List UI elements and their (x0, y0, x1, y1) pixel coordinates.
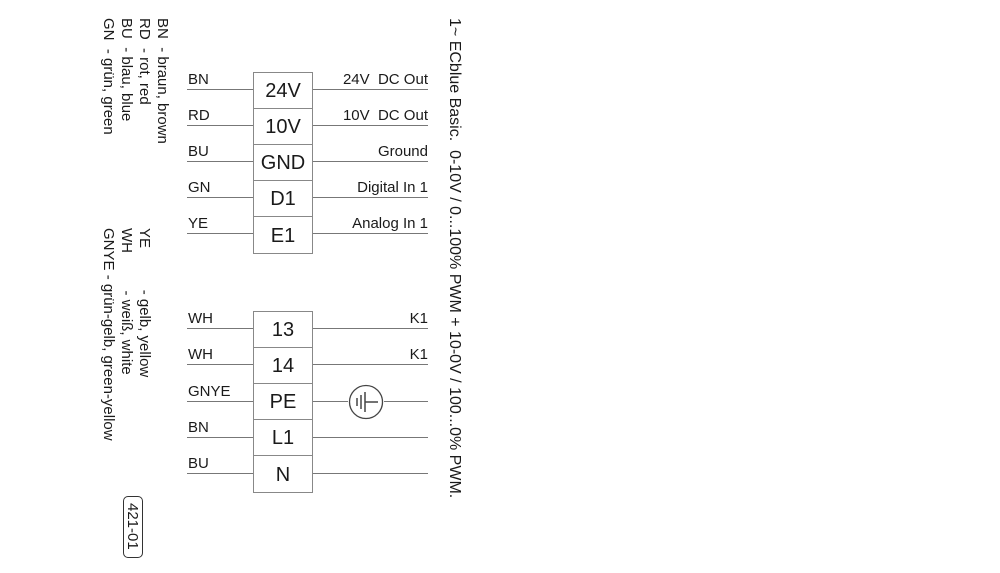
wire-left (187, 328, 253, 329)
legend-code: BU (118, 18, 135, 39)
signal-label: K1 (409, 346, 428, 363)
wire-left (187, 197, 253, 198)
wire-left (187, 473, 253, 474)
legend-desc: - weiß, white (118, 290, 135, 375)
legend-code: YE (136, 228, 153, 249)
protective-earth-icon (348, 384, 384, 420)
terminal-n: N (275, 464, 291, 486)
wire-color-label: BU (188, 455, 209, 472)
diagram-code-text: 421-01 (124, 503, 141, 550)
legend-desc: - braun, brown (154, 47, 171, 144)
legend-desc: - grün, green (100, 48, 117, 135)
wire-right (313, 89, 428, 90)
wire-color-label: GNYE (188, 383, 231, 400)
legend-entry: WH - weiß, white (118, 228, 135, 375)
wire-right (313, 401, 348, 402)
legend-code: GNYE (100, 228, 117, 271)
legend-entry: YE - gelb, yellow (136, 228, 153, 378)
terminal-10v: 10V (254, 109, 312, 145)
legend-entry: GN - grün, green (100, 18, 117, 135)
wire-color-label: RD (188, 107, 210, 124)
diagram-code-badge: 421-01 (123, 496, 143, 558)
wire-color-label: WH (188, 346, 213, 363)
legend-code: BN (154, 18, 171, 39)
wire-left (187, 401, 253, 402)
wire-right (313, 197, 428, 198)
terminal-14: 14 (254, 348, 312, 384)
terminal-13: 13 (254, 312, 312, 348)
wire-right (384, 401, 428, 402)
terminal-block: 13 14 PE L1 N (253, 311, 313, 493)
legend-desc: - rot, red (136, 48, 153, 105)
signal-label: Digital In 1 (357, 179, 428, 196)
legend-entry: BN - braun, brown (154, 18, 171, 144)
legend-code: GN (100, 18, 117, 41)
wire-color-label: BU (188, 143, 209, 160)
legend-desc: - gelb, yellow (136, 289, 153, 378)
legend-entry: GNYE - grün-gelb, green-yellow (100, 228, 117, 441)
terminal-gnd: GND (254, 145, 312, 181)
legend-code: RD (136, 18, 153, 40)
wire-color-label: WH (188, 310, 213, 327)
wire-right (313, 473, 428, 474)
wire-left (187, 233, 253, 234)
wire-color-label: BN (188, 419, 209, 436)
wire-left (187, 125, 253, 126)
terminal-d1: D1 (254, 181, 312, 217)
wire-left (187, 89, 253, 90)
wire-right (313, 161, 428, 162)
legend-code: WH (118, 228, 135, 253)
wire-color-label: GN (188, 179, 211, 196)
legend-desc: - blau, blue (118, 47, 135, 122)
legend-entry: RD - rot, red (136, 18, 153, 105)
terminal-block: 24V 10V GND D1 E1 (253, 72, 313, 254)
wire-right (313, 328, 428, 329)
terminal-24v: 24V (254, 73, 312, 109)
wire-right (313, 125, 428, 126)
legend-desc: - grün-gelb, green-yellow (100, 274, 117, 441)
wire-left (187, 364, 253, 365)
diagram-title: 1~ ECblue Basic. 0-10V / 0...100% PWM + … (446, 18, 463, 499)
wire-left (187, 161, 253, 162)
signal-label: 24V DC Out (342, 71, 428, 88)
terminal-l1: L1 (254, 420, 312, 456)
wire-color-label: YE (188, 215, 209, 232)
signal-label: K1 (409, 310, 428, 327)
signal-label: Ground (377, 143, 428, 160)
wire-left (187, 437, 253, 438)
wire-right (313, 233, 428, 234)
wire-color-label: BN (188, 71, 209, 88)
wire-right (313, 364, 428, 365)
signal-label: 10V DC Out (342, 107, 428, 124)
terminal-e1: E1 (270, 225, 296, 247)
terminal-pe: PE (254, 384, 312, 420)
wire-right (313, 437, 428, 438)
legend-entry: BU - blau, blue (118, 18, 135, 122)
signal-label: Analog In 1 (352, 215, 428, 232)
